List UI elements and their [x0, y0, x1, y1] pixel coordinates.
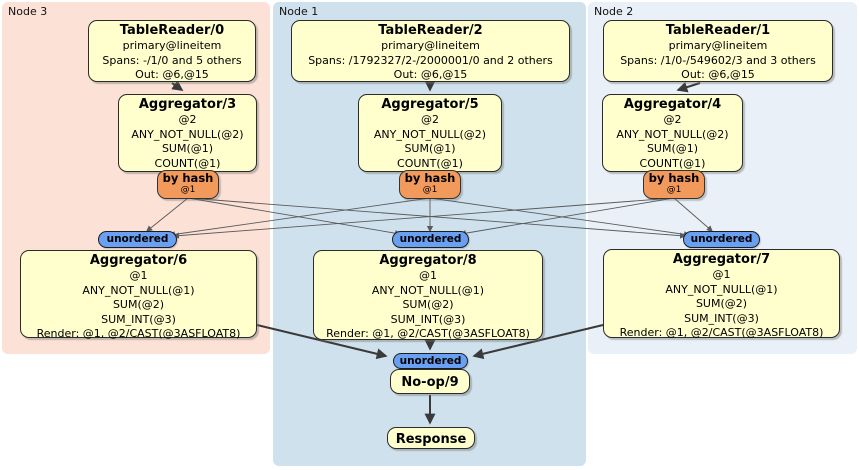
processor-detail: COUNT(@1): [639, 156, 706, 170]
processor-detail: @2: [178, 113, 197, 126]
processor-detail: ANY_NOT_NULL(@2): [373, 127, 487, 141]
processor-detail: @1: [419, 269, 437, 282]
processor-detail: ANY_NOT_NULL(@1): [665, 282, 778, 296]
processor-detail: @1: [712, 268, 731, 281]
router-by-hash-5: by hash @1: [399, 170, 461, 199]
processor-noop-9: No-op/9: [390, 369, 470, 394]
processor-aggregator-8: Aggregator/8 @1 ANY_NOT_NULL(@1) SUM(@2)…: [313, 250, 543, 340]
processor-detail: SUM(@1): [404, 142, 456, 156]
processor-title: Aggregator/3: [138, 97, 237, 112]
processor-detail: primary@lineitem: [668, 39, 768, 52]
processor-detail: COUNT(@1): [154, 156, 221, 170]
processor-detail: COUNT(@1): [397, 156, 463, 170]
processor-detail: SUM_INT(@3): [684, 311, 759, 325]
region-node-1-label: Node 1: [279, 5, 319, 18]
processor-detail: SUM_INT(@3): [390, 312, 466, 326]
processor-title: Aggregator/7: [672, 252, 771, 267]
sync-unordered-9: unordered: [393, 353, 468, 369]
processor-title: Aggregator/6: [89, 253, 188, 268]
sync-unordered-8: unordered: [392, 231, 469, 248]
processor-tablereader-2: TableReader/2 primary@lineitem Spans: /1…: [291, 20, 570, 82]
region-node-2-label: Node 2: [594, 5, 634, 18]
processor-detail: ANY_NOT_NULL(@1): [371, 283, 485, 297]
processor-title: Aggregator/5: [381, 97, 479, 112]
sync-unordered-6: unordered: [98, 231, 177, 248]
processor-detail: Out: @6,@15: [393, 68, 468, 82]
processor-title: Aggregator/8: [379, 253, 477, 268]
processor-detail: Spans: -/1/0 and 5 others: [102, 53, 242, 67]
sync-unordered-7: unordered: [683, 231, 760, 248]
router-key: @1: [422, 185, 438, 195]
processor-detail: Render: @1, @2/CAST(@3ASFLOAT8): [326, 327, 530, 341]
processor-title: Aggregator/4: [623, 97, 722, 112]
router-label: by hash: [162, 171, 214, 185]
processor-detail: Out: @6,@15: [135, 68, 209, 82]
processor-aggregator-3: Aggregator/3 @2 ANY_NOT_NULL(@2) SUM(@1)…: [118, 94, 257, 172]
processor-detail: Spans: /1792327/2-/2000001/0 and 2 other…: [308, 53, 553, 67]
processor-title: No-op/9: [401, 375, 459, 390]
region-node-3-label: Node 3: [8, 5, 48, 18]
processor-detail: Spans: /1/0-/549602/3 and 3 others: [620, 53, 816, 67]
processor-response: Response: [387, 427, 475, 449]
processor-aggregator-6: Aggregator/6 @1 ANY_NOT_NULL(@1) SUM(@2)…: [20, 250, 257, 340]
router-key: @1: [666, 185, 682, 195]
processor-detail: @2: [421, 113, 439, 126]
processor-detail: @1: [129, 269, 148, 282]
router-by-hash-4: by hash @1: [643, 170, 705, 199]
processor-aggregator-7: Aggregator/7 @1 ANY_NOT_NULL(@1) SUM(@2)…: [603, 249, 840, 340]
processor-detail: ANY_NOT_NULL(@2): [616, 127, 729, 141]
processor-detail: Render: @1, @2/CAST(@3ASFLOAT8): [619, 326, 824, 340]
processor-tablereader-0: TableReader/0 primary@lineitem Spans: -/…: [88, 20, 256, 82]
processor-detail: SUM(@1): [646, 142, 699, 156]
router-label: by hash: [404, 171, 456, 185]
router-key: @1: [180, 185, 196, 195]
processor-title: TableReader/2: [378, 23, 483, 38]
processor-detail: Render: @1, @2/CAST(@3ASFLOAT8): [36, 327, 241, 341]
processor-detail: @2: [663, 113, 682, 126]
processor-detail: primary@lineitem: [381, 39, 480, 52]
processor-detail: SUM_INT(@3): [101, 312, 176, 326]
processor-detail: SUM(@1): [161, 142, 214, 156]
processor-detail: primary@lineitem: [122, 39, 222, 52]
processor-title: TableReader/0: [119, 23, 225, 38]
processor-detail: SUM(@2): [695, 297, 748, 311]
processor-detail: SUM(@2): [112, 298, 165, 312]
processor-tablereader-1: TableReader/1 primary@lineitem Spans: /1…: [603, 20, 833, 82]
processor-detail: ANY_NOT_NULL(@1): [82, 283, 195, 297]
processor-detail: ANY_NOT_NULL(@2): [131, 127, 244, 141]
processor-aggregator-5: Aggregator/5 @2 ANY_NOT_NULL(@2) SUM(@1)…: [358, 94, 502, 172]
processor-aggregator-4: Aggregator/4 @2 ANY_NOT_NULL(@2) SUM(@1)…: [602, 94, 743, 172]
router-label: by hash: [648, 171, 700, 185]
processor-detail: Out: @6,@15: [681, 68, 755, 82]
processor-detail: SUM(@2): [402, 298, 454, 312]
router-by-hash-3: by hash @1: [157, 170, 219, 199]
processor-title: TableReader/1: [665, 23, 771, 38]
processor-title: Response: [395, 432, 467, 447]
